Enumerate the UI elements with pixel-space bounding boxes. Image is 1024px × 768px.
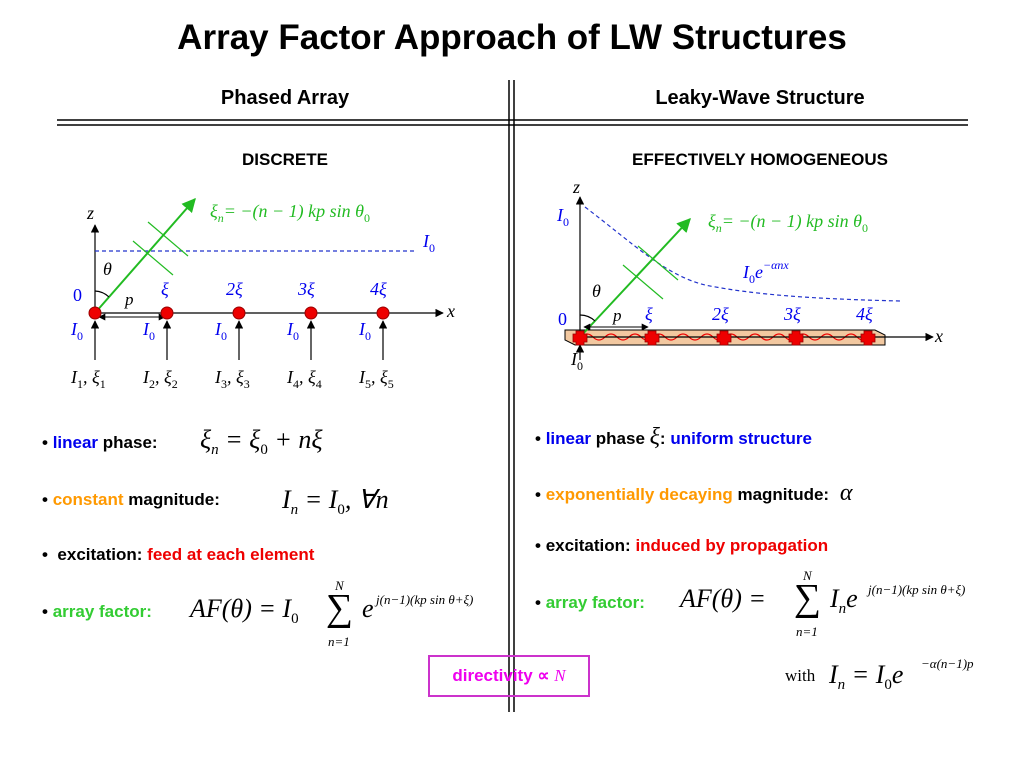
unit-cell [644, 330, 660, 346]
phase-equation-left: ξn= −(n − 1) kp sin θ0 [210, 201, 370, 225]
decay-label: I0e−αnx [742, 258, 789, 286]
phase-label-2: 2ξ [226, 279, 243, 299]
magnitude-equation: In = I0, ∀n [282, 485, 389, 519]
homogeneous-subheading: EFFECTIVELY HOMOGENEOUS [632, 150, 888, 169]
page-title: Array Factor Approach of LW Structures [177, 18, 847, 57]
bottom-current-label: I0 [570, 349, 583, 373]
origin-label: 0 [73, 285, 82, 305]
theta-arc [94, 290, 110, 298]
z-axis-label: z [86, 203, 94, 223]
element-label: I5, ξ5 [358, 367, 394, 391]
array-element [304, 306, 318, 320]
phase-label-4: 4ξ [370, 279, 387, 299]
phase-equation: ξn = ξ0 + nξ [200, 425, 323, 459]
beam-arrow [94, 197, 196, 314]
bullet-decaying-magnitude: • exponentially decaying magnitude: α [535, 480, 853, 506]
wavefront-1 [132, 240, 174, 276]
leaky-wave-diagram: z x 0 θ p I0 I0 I0e−αnx ξn= −(n − 1) kp … [556, 177, 943, 373]
wavefront-2 [637, 245, 679, 281]
unit-cell [572, 330, 588, 346]
bullet-excitation-right: • excitation: induced by propagation [535, 536, 829, 555]
theta-label: θ [592, 281, 601, 301]
feed-label: I0 [214, 319, 227, 343]
phase-label-1: ξ [645, 304, 653, 324]
unit-cells [572, 330, 876, 346]
bullet-array-factor-left: • array factor: [42, 602, 152, 621]
array-element [88, 306, 102, 320]
feed-label: I0 [286, 319, 299, 343]
element-label: I4, ξ4 [286, 367, 322, 391]
bullet-linear-phase: • linear phase: [42, 433, 158, 452]
feed-arrows [90, 320, 388, 360]
phase-label-4: 4ξ [856, 304, 873, 324]
feed-label: I0 [70, 319, 83, 343]
x-axis-label: x [934, 326, 943, 346]
bullet-excitation-left: • excitation: feed at each element [42, 545, 315, 564]
theta-label: θ [103, 259, 112, 279]
directivity-box: directivity ∝ N [428, 655, 590, 697]
unit-cell [860, 330, 876, 346]
element-label: I3, ξ3 [214, 367, 250, 391]
array-element [376, 306, 390, 320]
array-element [232, 306, 246, 320]
directivity-label: directivity [452, 666, 533, 685]
current-level-label: I0 [422, 231, 435, 255]
feed-label: I0 [358, 319, 371, 343]
bullet-linear-phase-right: • linear phase ξ: uniform structure [535, 424, 812, 450]
unit-cell [788, 330, 804, 346]
beam-arrow [579, 217, 691, 338]
decay-curve [584, 206, 901, 302]
z-axis-label: z [572, 177, 580, 197]
bullet-array-factor-right: • array factor: [535, 593, 645, 612]
phase-label-2: 2ξ [712, 304, 729, 324]
feed-label: I0 [142, 319, 155, 343]
bullet-constant-magnitude: • constant magnitude: [42, 490, 220, 509]
x-axis-label: x [446, 301, 455, 321]
array-element [160, 306, 174, 320]
array-factor-equation-left: AF(θ) = I0 N ∑ n=1 e j(n−1)(kp sin θ+ξ) [190, 578, 474, 649]
leaky-wave-heading: Leaky-Wave Structure [655, 87, 865, 109]
unit-cell [716, 330, 732, 346]
phase-equation-right: ξn= −(n − 1) kp sin θ0 [708, 211, 868, 235]
wavefront-2 [147, 221, 189, 257]
top-current-label: I0 [556, 205, 569, 229]
phase-label-1: ξ [161, 279, 169, 299]
decay-relation: with In = I0e −α(n−1)p [785, 656, 974, 694]
phase-label-3: 3ξ [783, 304, 801, 324]
directivity-var: N [554, 666, 566, 685]
proportional-symbol: ∝ [537, 666, 550, 685]
array-elements [88, 306, 390, 320]
phased-array-heading: Phased Array [220, 87, 350, 109]
element-label: I2, ξ2 [142, 367, 178, 391]
theta-arc [579, 314, 596, 322]
phased-array-diagram: z x 0 θ p I0 ξn= −(n − 1) kp sin θ0 ξ 2ξ… [70, 197, 455, 391]
pitch-label: p [612, 306, 622, 325]
pitch-label: p [124, 290, 134, 309]
discrete-subheading: DISCRETE [242, 150, 328, 169]
element-label: I1, ξ1 [70, 367, 106, 391]
origin-label: 0 [558, 309, 567, 329]
array-factor-equation-right: AF(θ) = N ∑ n=1 Ine j(n−1)(kp sin θ+ξ) [680, 568, 966, 639]
phase-label-3: 3ξ [297, 279, 315, 299]
wavefront-1 [622, 264, 664, 300]
